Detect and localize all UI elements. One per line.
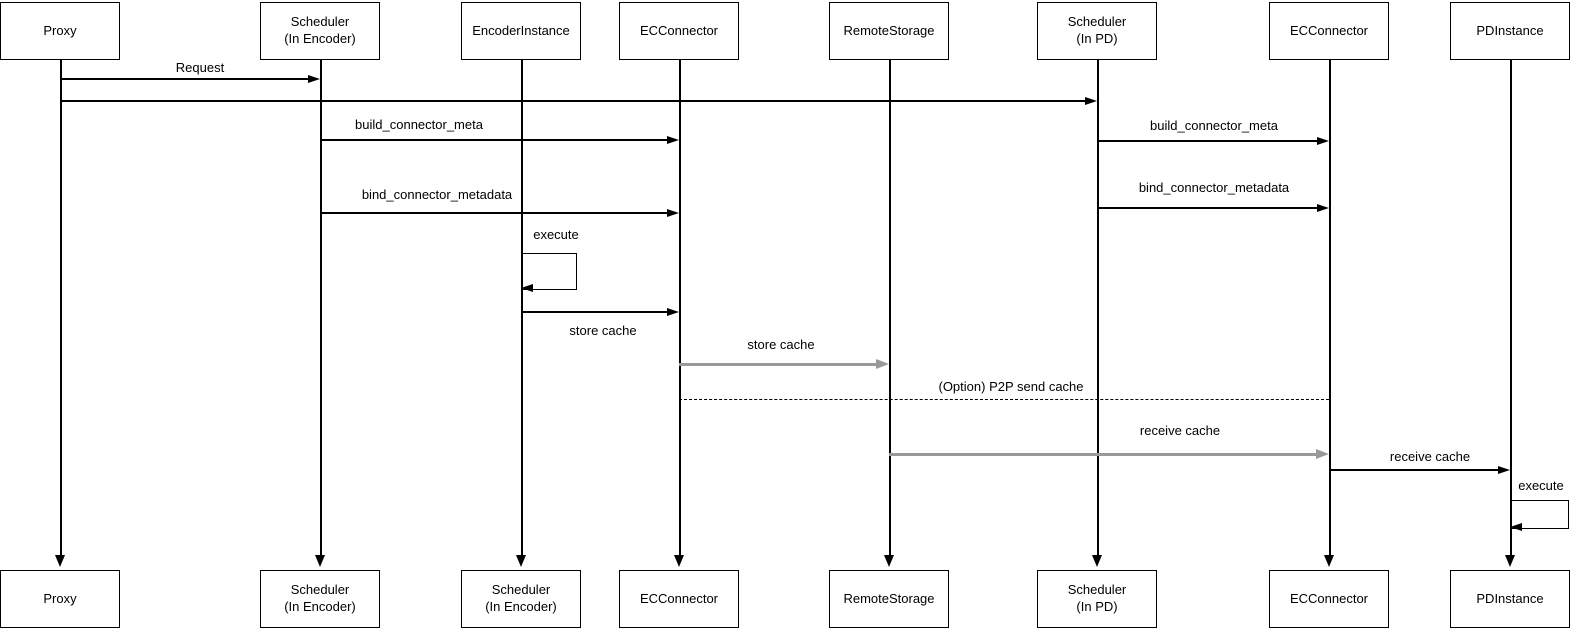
participant-label: EncoderInstance: [472, 22, 570, 38]
participant-sublabel: (In Encoder): [284, 599, 356, 614]
message-arrow-build-connector-meta-left: [320, 139, 668, 141]
message-label-store-cache-encoder-to-ec: store cache: [569, 323, 637, 338]
arrowhead-build-connector-meta-right: [1317, 137, 1329, 145]
message-arrow-receive-cache-ec-to-pd: [1329, 469, 1499, 471]
participant-label: ECConnector: [639, 590, 719, 606]
arrowhead-bind-connector-metadata-right: [1317, 204, 1329, 212]
self-loop-execute-pd: [1510, 500, 1569, 529]
message-arrow-store-cache-encoder-to-ec: [521, 311, 668, 313]
participant-top-scheduler-encoder: Scheduler (In Encoder): [260, 2, 380, 60]
participant-sublabel: (In Encoder): [284, 31, 356, 46]
participant-top-ecconnector-right: ECConnector: [1269, 2, 1389, 60]
lifeline-scheduler-pd: [1097, 60, 1099, 555]
message-arrow-receive-cache-remote-to-ec: [889, 453, 1317, 456]
message-label-bind-connector-metadata-left: bind_connector_metadata: [361, 187, 513, 202]
message-label-build-connector-meta-right: build_connector_meta: [1150, 118, 1278, 133]
arrowhead-bind-connector-metadata-left: [667, 209, 679, 217]
arrowhead-receive-cache-remote-to-ec: [1316, 449, 1329, 459]
participant-label: PDInstance: [1476, 590, 1544, 606]
participant-label: Scheduler: [290, 582, 350, 598]
lifeline-remotestorage: [889, 60, 891, 555]
arrowhead-request: [308, 75, 320, 83]
message-arrow-build-connector-meta-right: [1097, 140, 1318, 142]
lifeline-proxy: [60, 60, 62, 555]
message-arrow-bind-connector-metadata-left: [320, 212, 668, 214]
participant-top-pdinstance: PDInstance: [1450, 2, 1570, 60]
lifeline-end-arrowhead: [884, 555, 894, 567]
message-label-store-cache-ec-to-remote: store cache: [747, 337, 815, 352]
participant-label: Scheduler: [1067, 14, 1127, 30]
participant-top-scheduler-pd: Scheduler (In PD): [1037, 2, 1157, 60]
message-label-receive-cache-remote-to-ec: receive cache: [1139, 423, 1221, 438]
participant-bottom-remotestorage: RemoteStorage: [829, 570, 949, 628]
message-label-p2p-send-cache: (Option) P2P send cache: [938, 379, 1084, 394]
participant-label: RemoteStorage: [843, 590, 935, 606]
participant-label: ECConnector: [1289, 22, 1369, 38]
arrowhead-execute-pd: [1510, 523, 1522, 531]
participant-sublabel: (In PD): [1076, 31, 1118, 46]
message-arrow-bind-connector-metadata-right: [1097, 207, 1318, 209]
lifeline-end-arrowhead: [516, 555, 526, 567]
message-arrow-request: [60, 78, 309, 80]
participant-label: Proxy: [43, 590, 77, 606]
lifeline-end-arrowhead: [674, 555, 684, 567]
message-arrow-proxy-to-pd-scheduler: [60, 100, 1086, 102]
lifeline-encoderinstance: [521, 60, 523, 555]
message-label-bind-connector-metadata-right: bind_connector_metadata: [1138, 180, 1290, 195]
participant-label: Scheduler: [491, 582, 551, 598]
lifeline-end-arrowhead: [1324, 555, 1334, 567]
lifeline-end-arrowhead: [55, 555, 65, 567]
lifeline-scheduler-encoder: [320, 60, 322, 555]
participant-label: Scheduler: [290, 14, 350, 30]
participant-top-remotestorage: RemoteStorage: [829, 2, 949, 60]
participant-bottom-ecconnector-right: ECConnector: [1269, 570, 1389, 628]
arrowhead-store-cache-encoder-to-ec: [667, 308, 679, 316]
participant-sublabel: (In PD): [1076, 599, 1118, 614]
lifeline-ecconnector-right: [1329, 60, 1331, 555]
self-loop-execute-encoder: [521, 253, 577, 290]
arrowhead-proxy-to-pd-scheduler: [1085, 97, 1097, 105]
message-label-receive-cache-ec-to-pd: receive cache: [1389, 449, 1471, 464]
arrowhead-store-cache-ec-to-remote: [876, 359, 889, 369]
message-dashed-line-p2p-send-cache: [679, 399, 1329, 400]
participant-label: ECConnector: [639, 22, 719, 38]
participant-label: PDInstance: [1476, 22, 1544, 38]
arrowhead-execute-encoder: [521, 284, 533, 292]
participant-sublabel: (In Encoder): [485, 599, 557, 614]
participant-bottom-proxy: Proxy: [0, 570, 120, 628]
participant-top-encoderinstance: EncoderInstance: [461, 2, 581, 60]
message-label-request: Request: [175, 60, 225, 75]
arrowhead-receive-cache-ec-to-pd: [1498, 466, 1510, 474]
message-arrow-store-cache-ec-to-remote: [679, 363, 877, 366]
participant-top-ecconnector-left: ECConnector: [619, 2, 739, 60]
participant-label: ECConnector: [1289, 590, 1369, 606]
lifeline-end-arrowhead: [315, 555, 325, 567]
message-label-execute-pd: execute: [1518, 478, 1564, 493]
participant-bottom-scheduler-encoder-2: Scheduler (In Encoder): [461, 570, 581, 628]
participant-top-proxy: Proxy: [0, 2, 120, 60]
lifeline-pdinstance: [1510, 60, 1512, 555]
participant-label: RemoteStorage: [843, 22, 935, 38]
participant-label: Scheduler: [1067, 582, 1127, 598]
message-label-build-connector-meta-left: build_connector_meta: [355, 117, 483, 132]
participant-bottom-pdinstance: PDInstance: [1450, 570, 1570, 628]
participant-bottom-ecconnector-left: ECConnector: [619, 570, 739, 628]
lifeline-end-arrowhead: [1092, 555, 1102, 567]
participant-bottom-scheduler-pd: Scheduler (In PD): [1037, 570, 1157, 628]
lifeline-end-arrowhead: [1505, 555, 1515, 567]
participant-bottom-scheduler-encoder: Scheduler (In Encoder): [260, 570, 380, 628]
lifeline-ecconnector-left: [679, 60, 681, 555]
message-label-execute-encoder: execute: [533, 227, 579, 242]
participant-label: Proxy: [43, 22, 77, 38]
arrowhead-build-connector-meta-left: [667, 136, 679, 144]
